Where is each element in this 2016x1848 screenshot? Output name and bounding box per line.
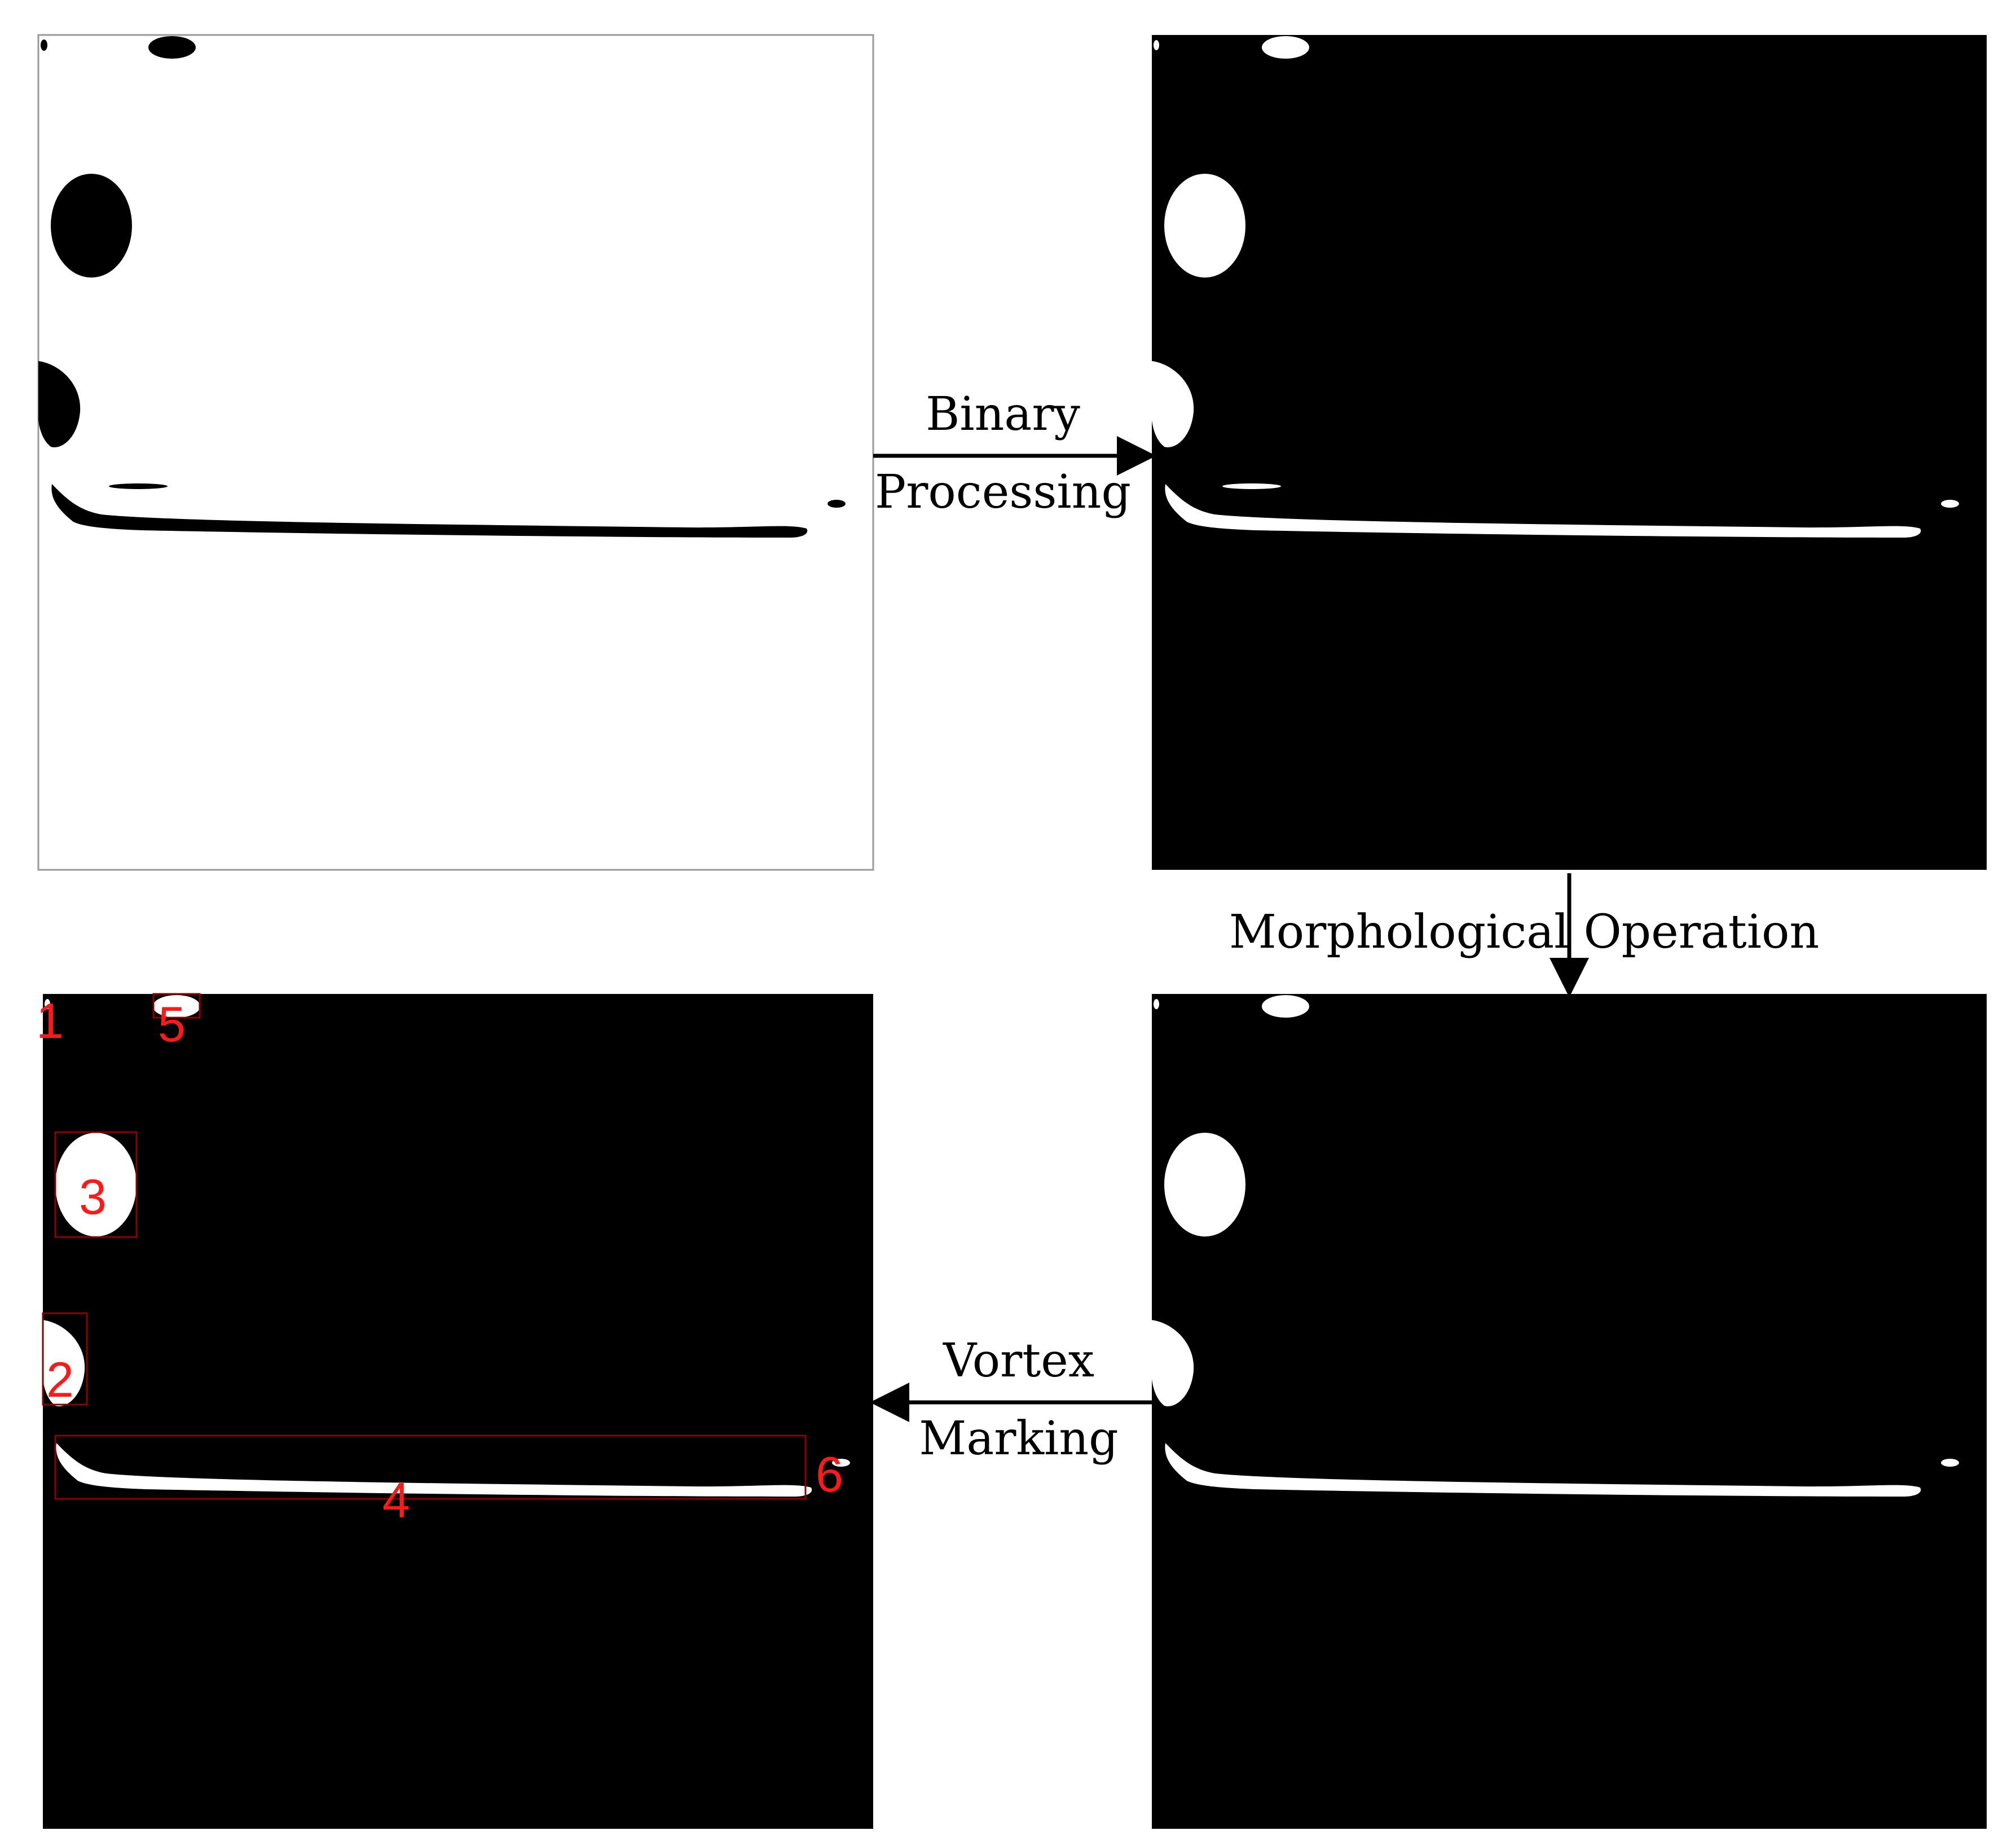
bbox-vortex-2 bbox=[42, 1312, 88, 1406]
blob-corner bbox=[45, 999, 50, 1009]
blob-long-streak bbox=[56, 1443, 812, 1497]
blob-thin-streak bbox=[1222, 483, 1281, 489]
bbox-vortex-4 bbox=[54, 1435, 807, 1500]
blob-oval bbox=[1164, 1133, 1245, 1237]
blob-corner bbox=[1154, 999, 1159, 1009]
blob-right-dot bbox=[1941, 500, 1959, 508]
panel-morphological-image bbox=[1152, 994, 1987, 1829]
blob-long-streak bbox=[1165, 484, 1921, 538]
arrow-label-vortex: Vortex bbox=[943, 1334, 1094, 1388]
blob-oval bbox=[51, 174, 132, 278]
blob-left-edge bbox=[38, 361, 81, 447]
blob-corner bbox=[1154, 40, 1159, 50]
arrow-label-binary: Binary bbox=[926, 388, 1080, 441]
vortex-marker-3: 3 bbox=[79, 1169, 107, 1225]
panel-binary-image bbox=[1152, 35, 1987, 870]
blob-right-dot bbox=[827, 500, 846, 508]
arrow-binary-processing: Binary Processing bbox=[873, 388, 1156, 519]
blob-left-edge bbox=[1152, 1320, 1194, 1406]
arrow-morphological-operation: Morphological Operation bbox=[1229, 873, 1819, 997]
panel-original-image bbox=[37, 34, 874, 871]
bbox-vortex-5 bbox=[152, 993, 201, 1019]
blob-long-streak bbox=[51, 484, 808, 538]
blob-oval bbox=[1164, 174, 1245, 278]
bbox-vortex-3 bbox=[54, 1131, 138, 1238]
blob-top-small bbox=[148, 36, 196, 59]
arrow-label-morphological-operation: Morphological Operation bbox=[1229, 905, 1819, 959]
arrow-label-processing: Processing bbox=[875, 465, 1131, 519]
blob-left-edge bbox=[43, 1320, 85, 1406]
blob-long-streak bbox=[1165, 1443, 1921, 1497]
panel-vortex-marking-image: 1 2 3 4 5 6 bbox=[36, 993, 873, 1829]
arrow-label-marking: Marking bbox=[919, 1412, 1118, 1466]
blob-corner bbox=[41, 39, 47, 51]
vortex-marker-2: 2 bbox=[46, 1352, 74, 1407]
vortex-marker-6: 6 bbox=[816, 1446, 843, 1502]
vortex-marker-1: 1 bbox=[36, 993, 64, 1049]
blob-top-small bbox=[153, 995, 200, 1018]
blob-thin-streak bbox=[109, 483, 168, 489]
blob-top-small bbox=[1262, 995, 1309, 1018]
blob-right-dot bbox=[832, 1459, 850, 1467]
blob-left-edge bbox=[1152, 361, 1194, 447]
vortex-marker-4: 4 bbox=[382, 1472, 410, 1528]
vortex-marker-5: 5 bbox=[158, 996, 186, 1052]
blob-right-dot bbox=[1941, 1459, 1959, 1467]
arrow-vortex-marking: Vortex Marking bbox=[870, 1334, 1152, 1466]
blob-oval bbox=[55, 1133, 137, 1237]
blob-top-small bbox=[1262, 36, 1309, 59]
